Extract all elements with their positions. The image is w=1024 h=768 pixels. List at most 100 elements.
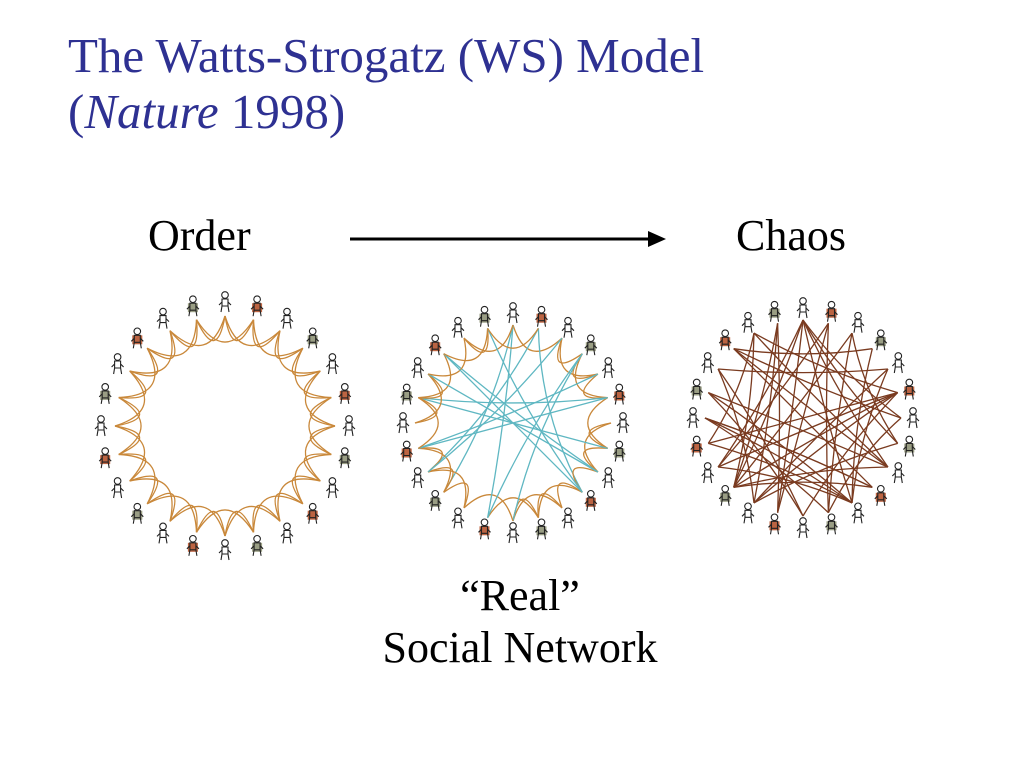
network-edge <box>274 492 304 522</box>
network-edge <box>414 397 438 424</box>
network-edge <box>443 324 514 493</box>
person-icon <box>156 522 170 544</box>
order-label: Order <box>148 211 251 260</box>
person-icon <box>768 300 781 322</box>
person-icon <box>741 502 755 524</box>
person-icon <box>130 327 144 349</box>
person-icon <box>306 502 320 524</box>
small-world-network <box>396 302 630 544</box>
person-icon <box>768 513 781 535</box>
network-edge <box>487 327 539 349</box>
network-edge <box>252 319 304 357</box>
slide-title: The Watts-Strogatz (WS) Model (Nature 19… <box>68 28 704 140</box>
network-edge <box>463 324 514 352</box>
network-edge <box>224 510 255 537</box>
network-edge <box>827 417 902 513</box>
network-people <box>686 297 920 539</box>
person-icon <box>428 489 442 511</box>
person-icon <box>902 378 916 400</box>
network-edge <box>733 481 873 488</box>
network-edge <box>717 368 804 517</box>
network-edge <box>169 505 226 537</box>
network-edge <box>303 453 332 482</box>
person-icon <box>326 353 339 375</box>
caption-line-1: “Real” <box>460 571 580 620</box>
person-icon <box>186 295 200 317</box>
person-icon <box>338 447 352 469</box>
person-icon <box>506 302 520 324</box>
network-edge <box>294 347 332 399</box>
network-edge <box>118 396 142 456</box>
person-icon <box>411 467 425 489</box>
network-edge <box>118 370 147 399</box>
network-edge <box>114 396 141 427</box>
person-icon <box>851 502 865 524</box>
person-icon <box>612 440 626 462</box>
network-edge <box>118 453 156 505</box>
person-icon <box>690 435 704 457</box>
person-icon <box>906 407 920 429</box>
network-edge <box>129 330 173 374</box>
person-icon <box>825 300 838 322</box>
person-icon <box>98 447 112 469</box>
person-icon <box>111 477 124 499</box>
network-edge <box>574 353 608 399</box>
network-edge <box>827 332 853 513</box>
person-icon <box>718 329 732 351</box>
person-icon <box>796 517 810 539</box>
person-icon <box>616 412 630 434</box>
network-edge <box>802 319 902 419</box>
network-edge <box>717 319 804 468</box>
journal-name: Nature <box>84 84 219 139</box>
network-people <box>94 291 356 561</box>
network-edge <box>114 425 141 456</box>
network-edge <box>733 466 888 488</box>
network-edge <box>537 493 563 518</box>
person-icon <box>338 383 352 404</box>
person-icon <box>891 352 905 374</box>
network-edge <box>733 348 889 468</box>
network-edge <box>512 353 583 522</box>
network-edge <box>224 505 281 537</box>
network-edge <box>753 332 889 468</box>
person-icon <box>891 462 905 484</box>
network-edge <box>309 425 336 456</box>
network-edges <box>704 319 902 517</box>
person-icon <box>218 291 232 313</box>
person-icon <box>584 489 598 511</box>
network-edge <box>291 347 321 377</box>
network-edge <box>443 353 599 473</box>
network-edge <box>304 425 336 482</box>
person-icon <box>451 316 465 338</box>
network-edge <box>129 347 159 377</box>
network-edge <box>195 510 226 537</box>
network-edge <box>733 332 853 488</box>
network-edge <box>851 332 899 444</box>
network-edge <box>417 397 439 449</box>
network-edge <box>704 417 853 504</box>
network-edge <box>557 482 583 509</box>
network-edge <box>708 442 853 504</box>
network-edge <box>708 391 889 468</box>
person-icon <box>250 534 264 556</box>
network-edge <box>427 467 454 493</box>
network-edge <box>753 332 898 394</box>
network-edge <box>776 323 781 513</box>
person-icon <box>186 534 200 556</box>
network-edge <box>277 478 321 522</box>
network-edge <box>583 447 608 473</box>
network-edge <box>304 370 336 427</box>
network-edge <box>802 319 889 468</box>
person-icon <box>796 297 810 319</box>
real-network-caption: “Real” Social Network <box>350 570 690 674</box>
network-edge <box>443 353 583 493</box>
network-edge <box>169 504 198 533</box>
network-edge <box>195 509 255 533</box>
network-people <box>396 302 630 544</box>
person-icon <box>280 522 294 544</box>
network-edge <box>252 319 281 348</box>
network-edge <box>303 370 332 399</box>
order-to-chaos-arrow <box>350 231 666 247</box>
person-icon <box>874 484 888 506</box>
person-icon <box>218 539 232 561</box>
